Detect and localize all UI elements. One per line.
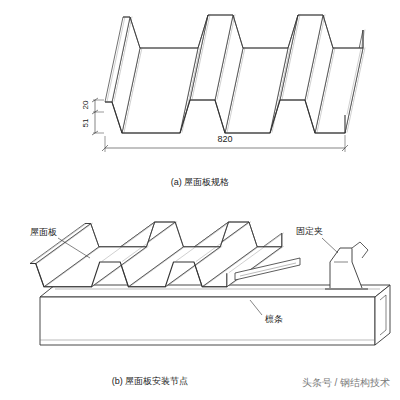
- leader-line: [250, 300, 262, 315]
- dimension-tick: [342, 145, 348, 151]
- roof-panel-ridge: [192, 15, 210, 100]
- roof-panel-face: [105, 17, 130, 102]
- purlin-web: [40, 297, 375, 345]
- fixing-clip-foot: [325, 289, 368, 290]
- roof-panel-ridge: [124, 48, 142, 133]
- roof-panel-installed-ridge: [130, 246, 185, 286]
- roof-panel-installed-face: [30, 224, 91, 264]
- roof-panel-installed-ridge: [196, 222, 251, 262]
- roof-panel-ridge: [307, 15, 325, 100]
- panel-spec-figure: [92, 15, 365, 153]
- purlin-end: [375, 285, 390, 345]
- roof-panel-installed-ridge: [94, 246, 149, 286]
- figure-caption: (b) 屋面板安装节点: [112, 377, 189, 387]
- roof-panel-ridge: [182, 48, 200, 133]
- roof-panel-installed-back-edge: [85, 222, 282, 247]
- roof-panel-ridge: [107, 17, 125, 102]
- watermark: 头条号 / 钢结构技术: [302, 377, 390, 388]
- roof-panel-installed-ridge: [46, 246, 101, 286]
- extension-line: [93, 100, 104, 101]
- part-label: 固定夹: [296, 227, 323, 237]
- purlin-flange-line: [55, 289, 380, 290]
- roof-panel-ridge: [114, 17, 132, 102]
- dimension-tick: [102, 145, 108, 151]
- roof-panel-installed-ridge: [167, 246, 222, 286]
- extension-line: [93, 112, 104, 113]
- clip-strip: [235, 258, 300, 280]
- roof-panel-installed-ridge: [204, 246, 259, 286]
- roof-panel-ridge: [217, 15, 235, 100]
- roof-panel-ridge: [227, 48, 245, 133]
- fixing-clip-base: [334, 262, 348, 263]
- dimension-text: 20: [82, 101, 91, 110]
- extension-line: [345, 135, 346, 152]
- figure-caption: (a) 屋面板规格: [171, 178, 230, 188]
- roof-panel-ridge: [347, 30, 365, 115]
- roof-panel-ridge: [347, 48, 365, 133]
- roof-panel-front-edge: [105, 100, 345, 133]
- dimension-text: 820: [217, 135, 232, 145]
- part-label: 屋面板: [30, 228, 57, 238]
- purlin-lip: [380, 295, 386, 335]
- roof-panel-ridge: [282, 15, 300, 100]
- roof-panel-ridge: [317, 48, 335, 133]
- purlin-flange-line: [40, 340, 375, 341]
- extension-line: [93, 133, 104, 134]
- roof-panel-ridge: [272, 48, 290, 133]
- dimension-line: [95, 100, 96, 133]
- leader-line: [58, 238, 90, 258]
- extension-line: [105, 136, 106, 152]
- clip-strip-slot: [240, 263, 296, 276]
- install-figure: [30, 222, 390, 346]
- dimension-text: 51: [82, 119, 91, 128]
- fixing-clip: [330, 248, 362, 288]
- roof-panel-installed-front-edge: [30, 262, 227, 287]
- roof-panel-back-edge: [123, 15, 363, 48]
- part-label: 檩条: [264, 315, 284, 325]
- dimension-line: [105, 148, 345, 149]
- leader-line: [322, 238, 338, 253]
- fixing-clip-head: [352, 242, 368, 258]
- roof-panel-installed-ridge: [122, 222, 177, 262]
